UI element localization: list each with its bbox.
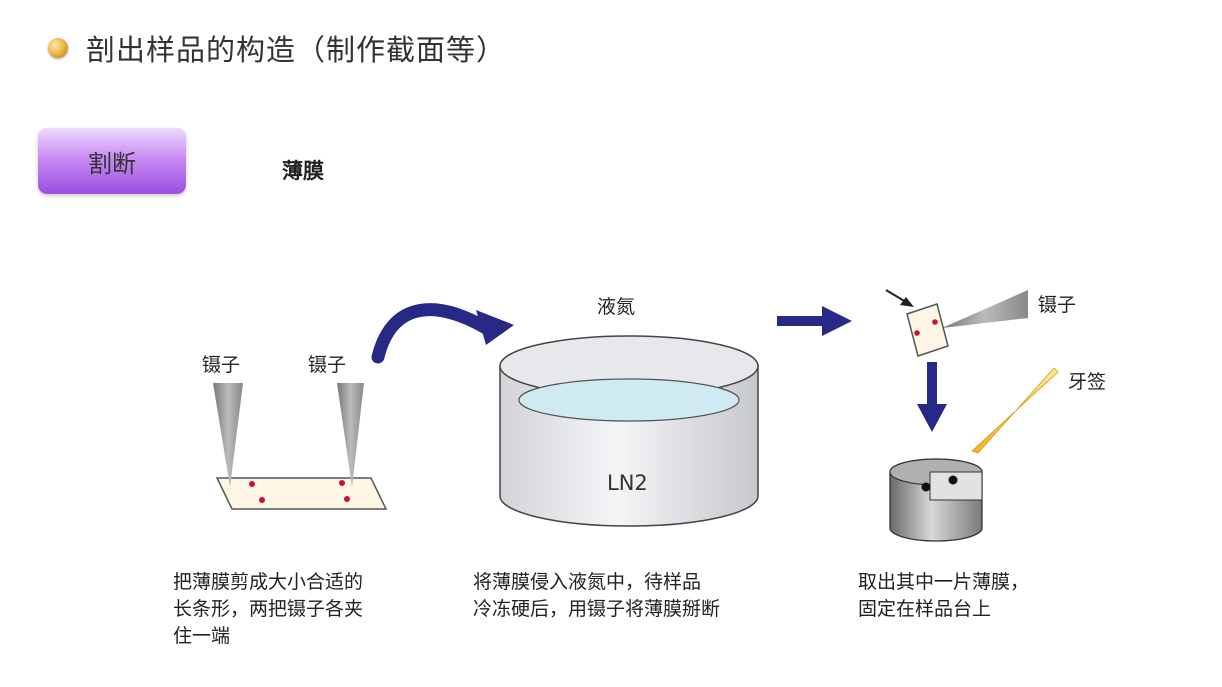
ln2-container bbox=[499, 335, 759, 527]
film-fragment bbox=[906, 303, 949, 357]
description-line: 冷冻硬后，用镊子将薄膜掰断 bbox=[473, 598, 721, 620]
step2-description: 将薄膜侵入液氮中，待样品 冷冻硬后，用镊子将薄膜掰断 bbox=[473, 569, 720, 623]
tweezers-fragment-icon bbox=[942, 290, 1028, 328]
description-line: 固定在样品台上 bbox=[858, 598, 992, 620]
tweezers-label-right: 镊子 bbox=[308, 354, 347, 376]
down-arrow-icon bbox=[927, 362, 937, 406]
film-dot bbox=[344, 496, 350, 502]
small-pointer-arrow bbox=[885, 289, 907, 303]
liquid-nitrogen-label: 液氮 bbox=[597, 296, 636, 318]
title-row: 剖出样品的构造（制作截面等） bbox=[48, 28, 506, 68]
film-dot bbox=[259, 497, 265, 503]
description-line: 住一端 bbox=[173, 625, 231, 647]
description-line: 把薄膜剪成大小合适的 bbox=[173, 571, 364, 593]
stage-dot bbox=[948, 475, 958, 485]
tweezers-right-icon bbox=[337, 383, 364, 487]
right-arrow-icon bbox=[777, 306, 852, 336]
description-line: 长条形，两把镊子各夹 bbox=[173, 598, 364, 620]
bullet-icon bbox=[48, 38, 68, 58]
page-title: 剖出样品的构造（制作截面等） bbox=[86, 33, 507, 67]
liquid-surface bbox=[518, 378, 740, 422]
step1-description: 把薄膜剪成大小合适的 长条形，两把镊子各夹 住一端 bbox=[173, 569, 363, 650]
film-dot bbox=[249, 481, 255, 487]
description-line: 将薄膜侵入液氮中，待样品 bbox=[473, 571, 702, 593]
curved-arrow-head bbox=[476, 310, 514, 345]
toothpick-icon bbox=[971, 367, 1059, 454]
tweezers-label-step3: 镊子 bbox=[1038, 294, 1077, 316]
step3-description: 取出其中一片薄膜， 固定在样品台上 bbox=[858, 569, 1029, 623]
tweezers-label-left: 镊子 bbox=[202, 354, 241, 376]
ln2-label: LN2 bbox=[607, 471, 648, 495]
category-button[interactable]: 割断 bbox=[38, 128, 186, 194]
film-strip bbox=[215, 477, 388, 510]
category-label: 薄膜 bbox=[282, 159, 324, 183]
toothpick-label: 牙签 bbox=[1068, 371, 1107, 393]
stage-dot bbox=[921, 482, 931, 492]
description-line: 取出其中一片薄膜， bbox=[858, 571, 1030, 593]
step1-illustration bbox=[213, 383, 388, 510]
film-dot bbox=[339, 480, 345, 486]
curved-arrow-icon bbox=[371, 303, 493, 364]
tweezers-left-icon bbox=[213, 383, 243, 487]
step3-illustration bbox=[885, 289, 1059, 542]
